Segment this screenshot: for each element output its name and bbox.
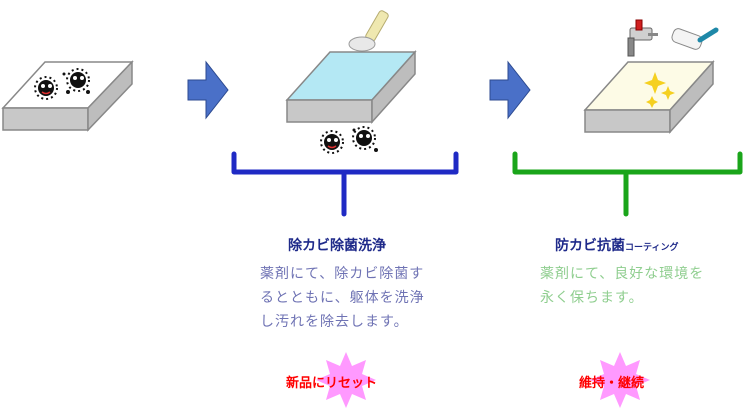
cleaning-description: 薬剤にて、除カビ除菌す るとともに、躯体を洗浄 し汚れを除去します。 (260, 262, 425, 334)
mold-spore-icon (352, 126, 378, 152)
reset-badge: 新品にリセット (286, 376, 378, 391)
burst-shape (590, 352, 650, 408)
cleaning-title: 除カビ除菌洗浄 (288, 238, 386, 254)
slab-washing (285, 50, 417, 124)
description-line: るとともに、躯体を洗浄 (260, 290, 425, 306)
mold-spore-icon (62, 68, 90, 94)
bracket-cleaning (231, 151, 459, 217)
coating-title: 防カビ抗菌コーティング (555, 235, 678, 255)
slab-coated (583, 60, 715, 134)
bracket-coating (512, 151, 743, 217)
coating-title-suffix: コーティング (625, 243, 679, 253)
spray-nozzle-icon (348, 10, 389, 52)
description-line: し汚れを除去します。 (260, 314, 409, 330)
paint-roller-icon (671, 27, 719, 50)
coating-title-main: 防カビ抗菌 (555, 238, 625, 254)
slab-dirty (1, 60, 134, 132)
sparkle-icon (644, 72, 675, 108)
arrow-right-icon (489, 60, 531, 120)
spray-gun-icon (627, 19, 658, 57)
mold-spore-icon (320, 130, 344, 154)
burst-shape (316, 352, 376, 408)
mold-spore-icon (34, 76, 58, 100)
maintain-badge: 維持・継続 (579, 376, 645, 391)
description-line: 薬剤にて、除カビ除菌す (260, 266, 425, 282)
description-line: 薬剤にて、良好な環境を (540, 266, 705, 282)
coating-description: 薬剤にて、良好な環境を 永く保ちます。 (540, 262, 704, 310)
description-line: 永く保ちます。 (540, 290, 644, 306)
arrow-right-icon (187, 60, 229, 120)
